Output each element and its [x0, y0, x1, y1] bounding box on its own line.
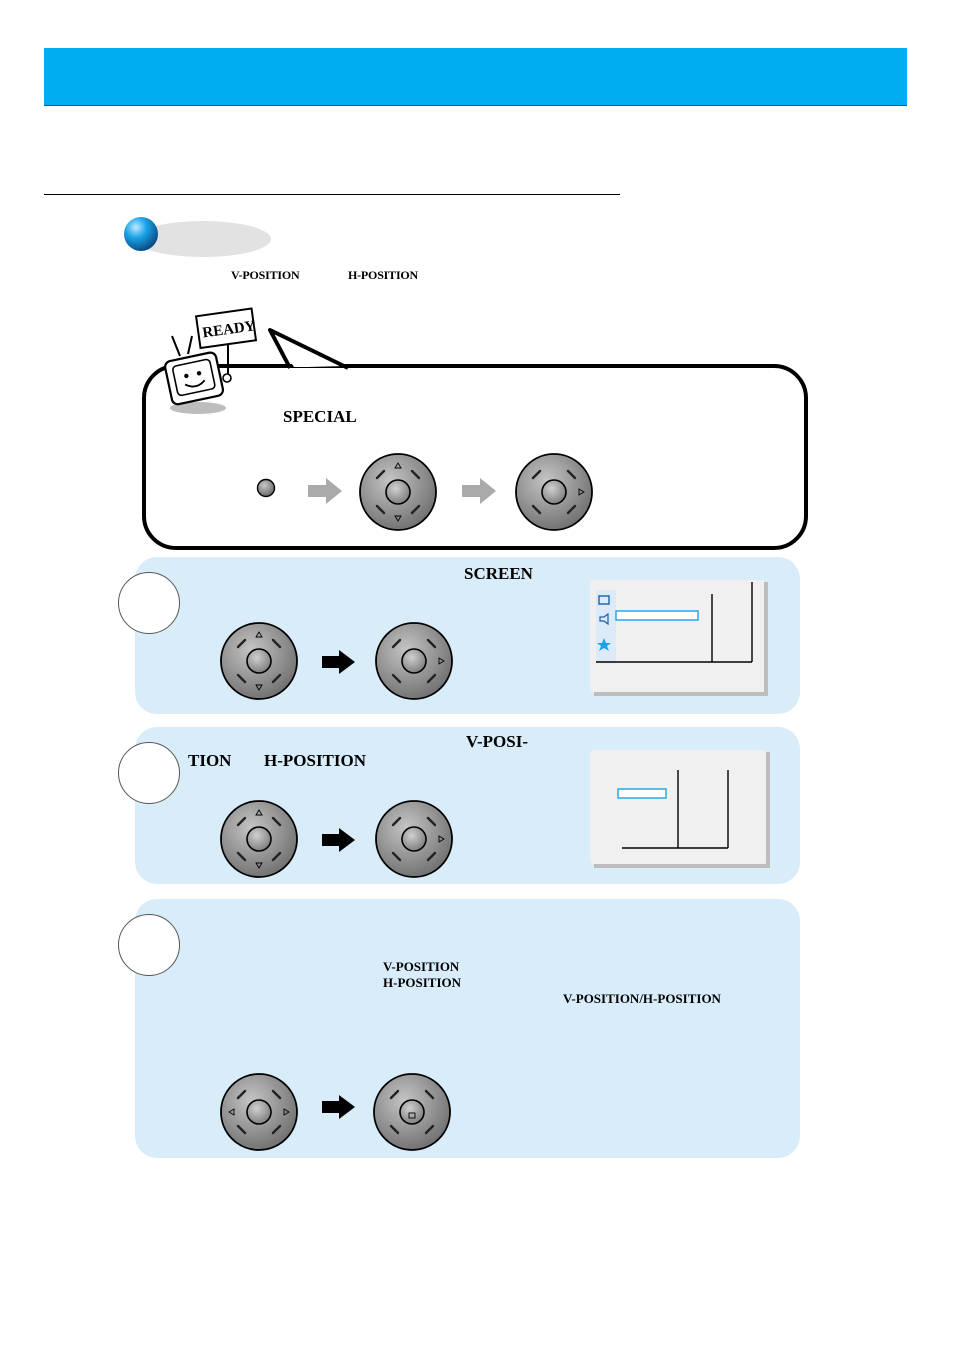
navigation-pad-center[interactable]	[372, 1072, 452, 1152]
step-1-number-circle	[118, 572, 180, 634]
menu-button[interactable]	[256, 478, 276, 498]
step-3-h-position-label: H-POSITION	[383, 975, 462, 990]
step-1-heading: SCREEN	[464, 564, 533, 583]
page-header-bar	[44, 48, 907, 106]
sound-icon	[599, 612, 609, 626]
step-2-heading-line1: V-POSI-	[466, 732, 529, 751]
navigation-pad-right[interactable]	[374, 799, 454, 879]
section-bullet-icon	[124, 217, 271, 257]
navigation-pad-right[interactable]	[374, 621, 454, 701]
osd-highlight-item	[615, 610, 699, 621]
navigation-pad-up-down[interactable]	[219, 799, 299, 879]
ready-callout-box	[142, 364, 808, 550]
ready-sign-text: READY	[201, 318, 256, 341]
osd-highlight-item	[617, 788, 667, 799]
next-arrow-icon	[322, 650, 355, 674]
navigation-pad-right[interactable]	[514, 452, 594, 532]
section-rule	[44, 194, 620, 195]
step-2-heading-h-position: H-POSITION	[264, 751, 367, 770]
special-label: SPECIAL	[283, 407, 357, 426]
next-arrow-icon	[322, 1095, 355, 1119]
osd-submenu-preview	[590, 750, 770, 868]
v-position-label: V-POSITION	[231, 268, 300, 282]
navigation-pad-left-right[interactable]	[219, 1072, 299, 1152]
screen-icon	[598, 595, 610, 605]
h-position-label: H-POSITION	[348, 268, 419, 282]
step-2-heading-tion: TION	[188, 751, 232, 770]
callout-tail	[268, 328, 349, 370]
osd-menu-preview	[590, 580, 768, 696]
step-2-number-circle	[118, 742, 180, 804]
step-3-combined-label: V-POSITION/H-POSITION	[563, 991, 721, 1006]
navigation-pad-up-down[interactable]	[358, 452, 438, 532]
special-star-icon	[597, 638, 611, 651]
step-3-number-circle	[118, 914, 180, 976]
next-arrow-icon	[462, 478, 496, 504]
next-arrow-icon	[322, 828, 355, 852]
tv-mascot-icon: READY	[164, 307, 258, 414]
next-arrow-icon	[308, 478, 342, 504]
step-3-v-position-label: V-POSITION	[383, 959, 460, 974]
navigation-pad-up-down[interactable]	[219, 621, 299, 701]
